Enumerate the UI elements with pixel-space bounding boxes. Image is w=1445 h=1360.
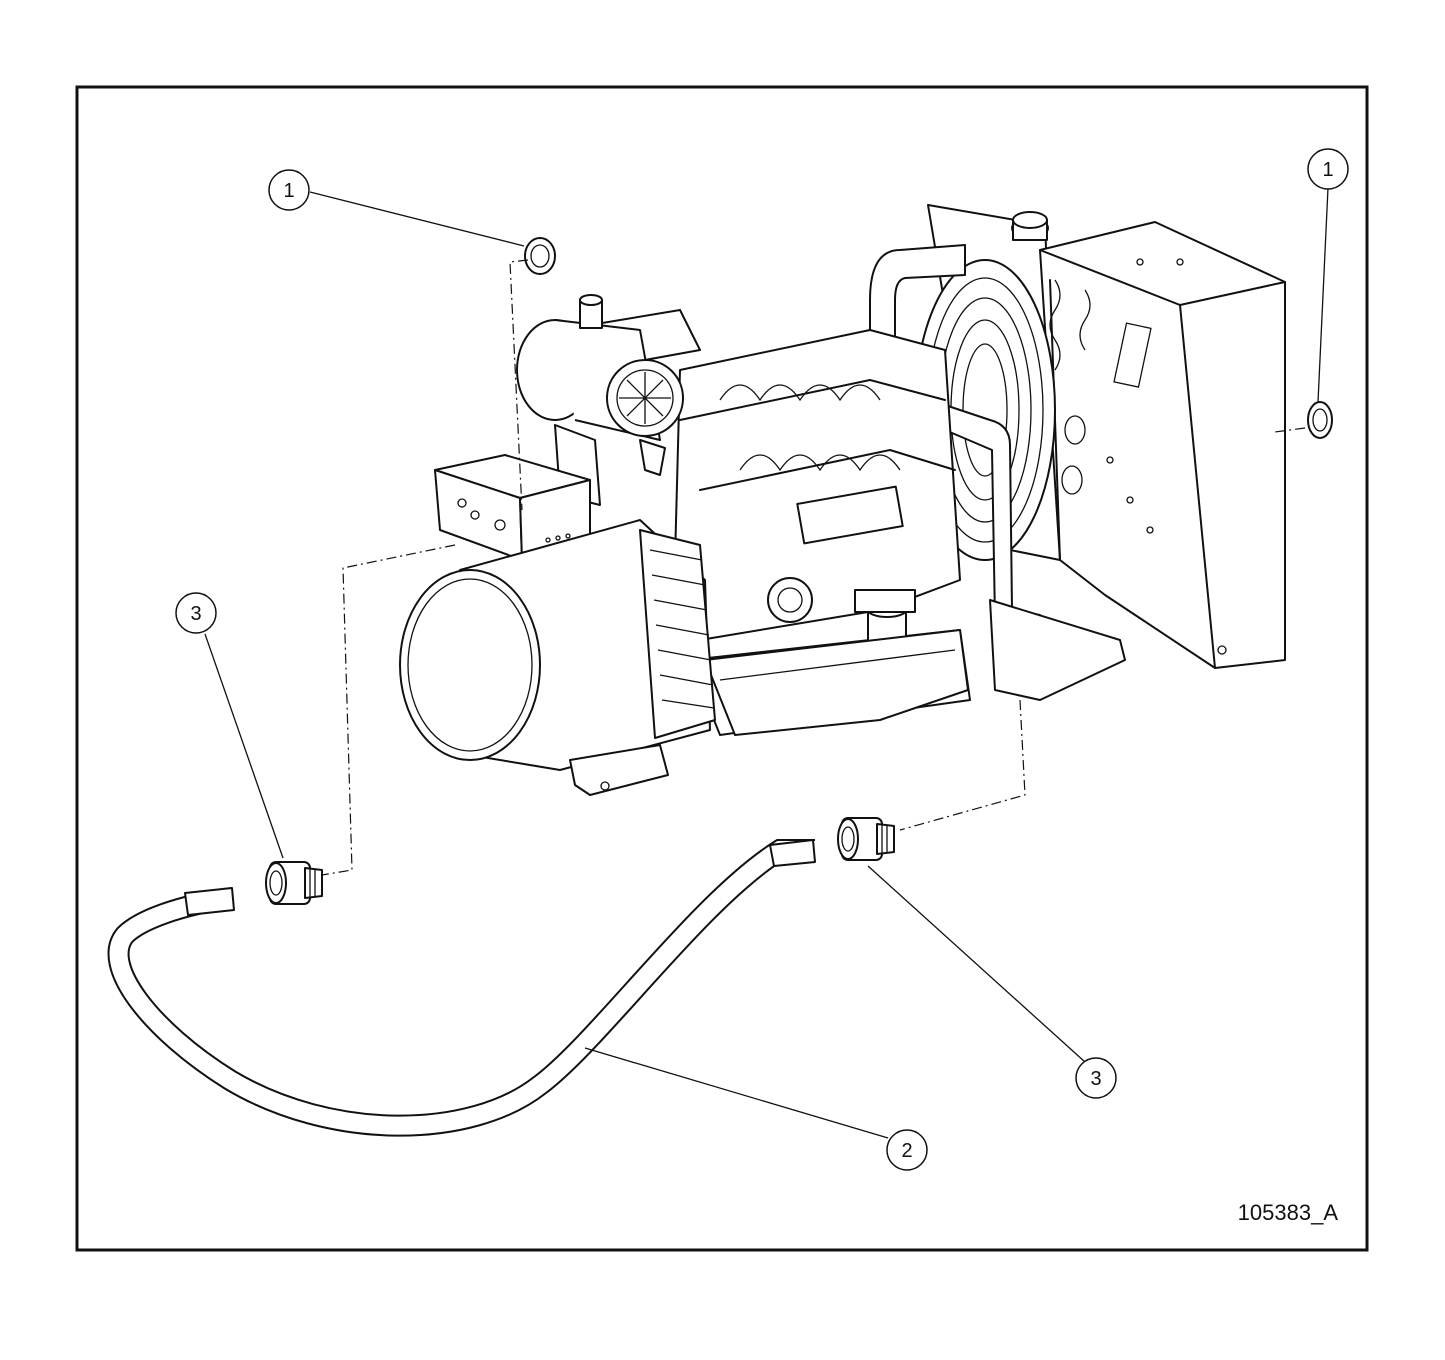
air-filter	[516, 294, 701, 506]
svg-text:3: 3	[190, 603, 201, 625]
alternator	[399, 519, 716, 796]
svg-text:1: 1	[1322, 159, 1333, 181]
assembly-lines	[321, 259, 1306, 876]
generator-engine-icon	[399, 204, 1286, 796]
leader-lines	[204, 187, 1329, 1139]
callout-1-left: 1	[268, 169, 310, 211]
diagram-frame	[75, 85, 1369, 1252]
callout-1-right: 1	[1307, 148, 1349, 190]
callout-3-right: 3	[1075, 1057, 1117, 1099]
fitting-right-icon	[837, 817, 895, 861]
callout-3-left: 3	[175, 592, 217, 634]
callout-2: 2	[886, 1129, 928, 1171]
fitting-left-icon	[265, 861, 323, 905]
hose-icon	[107, 839, 816, 1137]
ring-right-icon	[1307, 401, 1333, 439]
ring-left-icon	[524, 237, 556, 275]
svg-text:3: 3	[1090, 1068, 1101, 1090]
svg-text:1: 1	[283, 180, 294, 202]
svg-text:2: 2	[901, 1140, 912, 1162]
figure-id-label: 105383_A	[1238, 1200, 1339, 1225]
